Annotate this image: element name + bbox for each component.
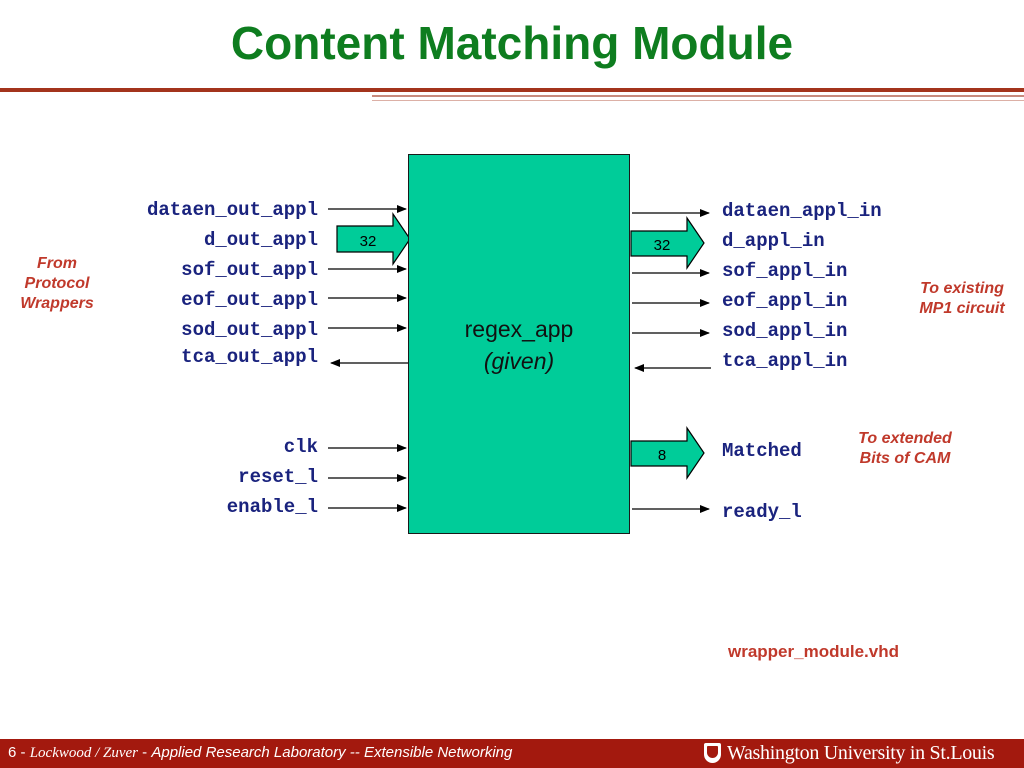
university-name: Washington University in St.Louis: [727, 741, 995, 764]
signal-label-tca-appl-in: tca_appl_in: [722, 350, 848, 372]
signal-label-sof-out-appl: sof_out_appl: [181, 259, 318, 281]
bus-arrow-d-appl-in: [630, 216, 705, 270]
signal-label-reset-l: reset_l: [238, 466, 318, 488]
block-name: regex_app: [464, 316, 574, 342]
note-line: Wrappers: [20, 295, 94, 312]
signal-label-d-out-appl: d_out_appl: [203, 229, 318, 251]
bus-arrow-d-out-appl: [336, 212, 411, 266]
signal-label-eof-out-appl: eof_out_appl: [181, 289, 318, 311]
block-note: (given): [483, 348, 555, 374]
footer-credits: 6 - Lockwood / Zuver - Applied Research …: [8, 744, 512, 762]
vhdl-filename: wrapper_module.vhd: [728, 642, 899, 661]
title-rule-thin: [372, 95, 1024, 97]
regex-app-block: [408, 154, 630, 534]
signal-label-clk: clk: [283, 436, 318, 458]
bus-width-d-out-appl: 32: [360, 233, 377, 250]
note-line: Bits of CAM: [859, 450, 951, 467]
note-to-existing-circuit: To existing MP1 circuit: [902, 279, 1022, 319]
note-line: MP1 circuit: [919, 300, 1005, 317]
signal-label-tca-out-appl: tca_out_appl: [181, 346, 318, 368]
title-rule: [0, 88, 1024, 92]
bus-width-d-appl-in: 32: [654, 237, 671, 254]
note-to-extended-cam: To extended Bits of CAM: [840, 429, 970, 469]
signal-label-dataen-appl-in: dataen_appl_in: [722, 200, 882, 222]
signal-label-enable-l: enable_l: [226, 496, 318, 518]
footer-bar: [0, 739, 1024, 768]
bus-width-matched: 8: [658, 447, 666, 464]
signal-label-matched: Matched: [722, 440, 802, 462]
shield-icon: [704, 743, 721, 763]
signal-label-ready-l: ready_l: [722, 501, 802, 523]
bus-arrow-matched: [630, 426, 705, 480]
note-line: To extended: [858, 430, 952, 447]
footer-page-prefix: 6 -: [8, 744, 30, 761]
footer-org: Applied Research Laboratory -- Extensibl…: [151, 744, 513, 761]
note-line: To existing: [920, 280, 1004, 297]
university-logo: Washington University in St.Louis: [704, 741, 995, 764]
signal-label-dataen-out-appl: dataen_out_appl: [146, 199, 318, 221]
signal-label-eof-appl-in: eof_appl_in: [722, 290, 848, 312]
signal-label-sod-out-appl: sod_out_appl: [181, 319, 318, 341]
note-line: Protocol: [24, 275, 90, 292]
signal-label-d-appl-in: d_appl_in: [722, 230, 825, 252]
note-line: From: [37, 255, 77, 272]
title-rule-thin-2: [372, 100, 1024, 101]
slide-title: Content Matching Module: [230, 17, 794, 69]
footer-authors: Lockwood / Zuver: [29, 745, 139, 761]
footer-separator: -: [138, 744, 152, 761]
signal-label-sof-appl-in: sof_appl_in: [722, 260, 848, 282]
signal-label-sod-appl-in: sod_appl_in: [722, 320, 848, 342]
note-from-protocol-wrappers: From Protocol Wrappers: [6, 254, 108, 314]
